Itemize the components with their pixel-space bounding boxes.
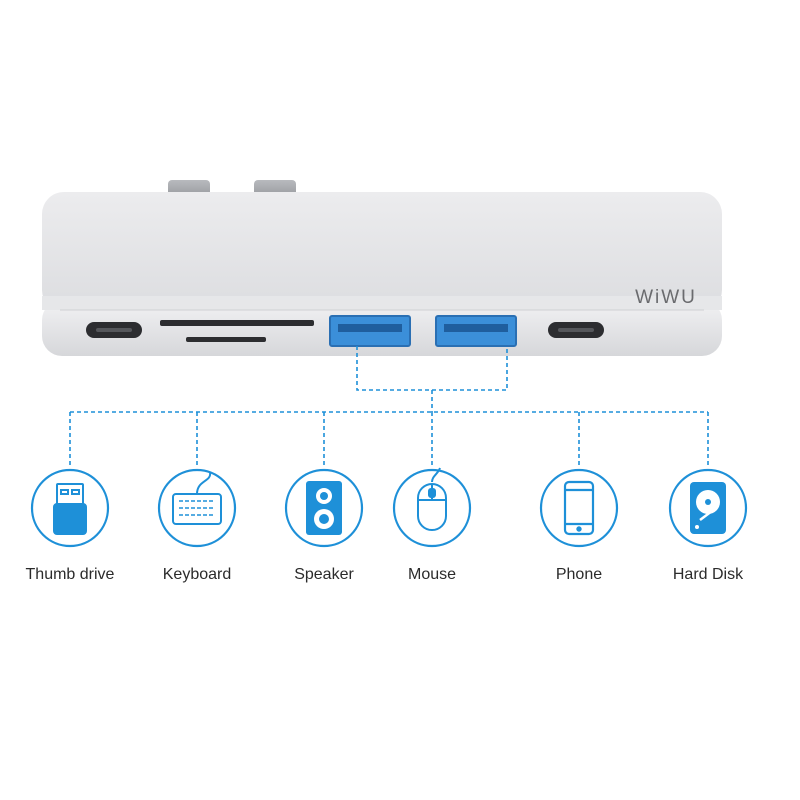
device-label-speaker: Speaker (294, 566, 354, 583)
brand-logo: WiWU (635, 287, 697, 308)
device-label-thumb-drive: Thumb drive (25, 566, 115, 583)
mouse-circle (392, 468, 472, 548)
keyboard-icon (172, 471, 222, 525)
hub-ports (86, 315, 604, 347)
hard-disk-icon (690, 482, 726, 534)
mouse-icon (417, 467, 447, 531)
speaker-icon (306, 481, 342, 535)
device-label-mouse: Mouse (407, 566, 457, 583)
thumb-drive-icon (53, 483, 87, 535)
micro-sd-slot (186, 337, 266, 342)
phone-icon (563, 480, 595, 536)
device-label-hard-disk: Hard Disk (672, 566, 744, 583)
sd-card-slot (160, 320, 314, 326)
connection-lines (69, 346, 709, 465)
device-label-keyboard: Keyboard (162, 566, 232, 583)
device-label-phone: Phone (555, 566, 603, 583)
phone-circle (539, 468, 619, 548)
